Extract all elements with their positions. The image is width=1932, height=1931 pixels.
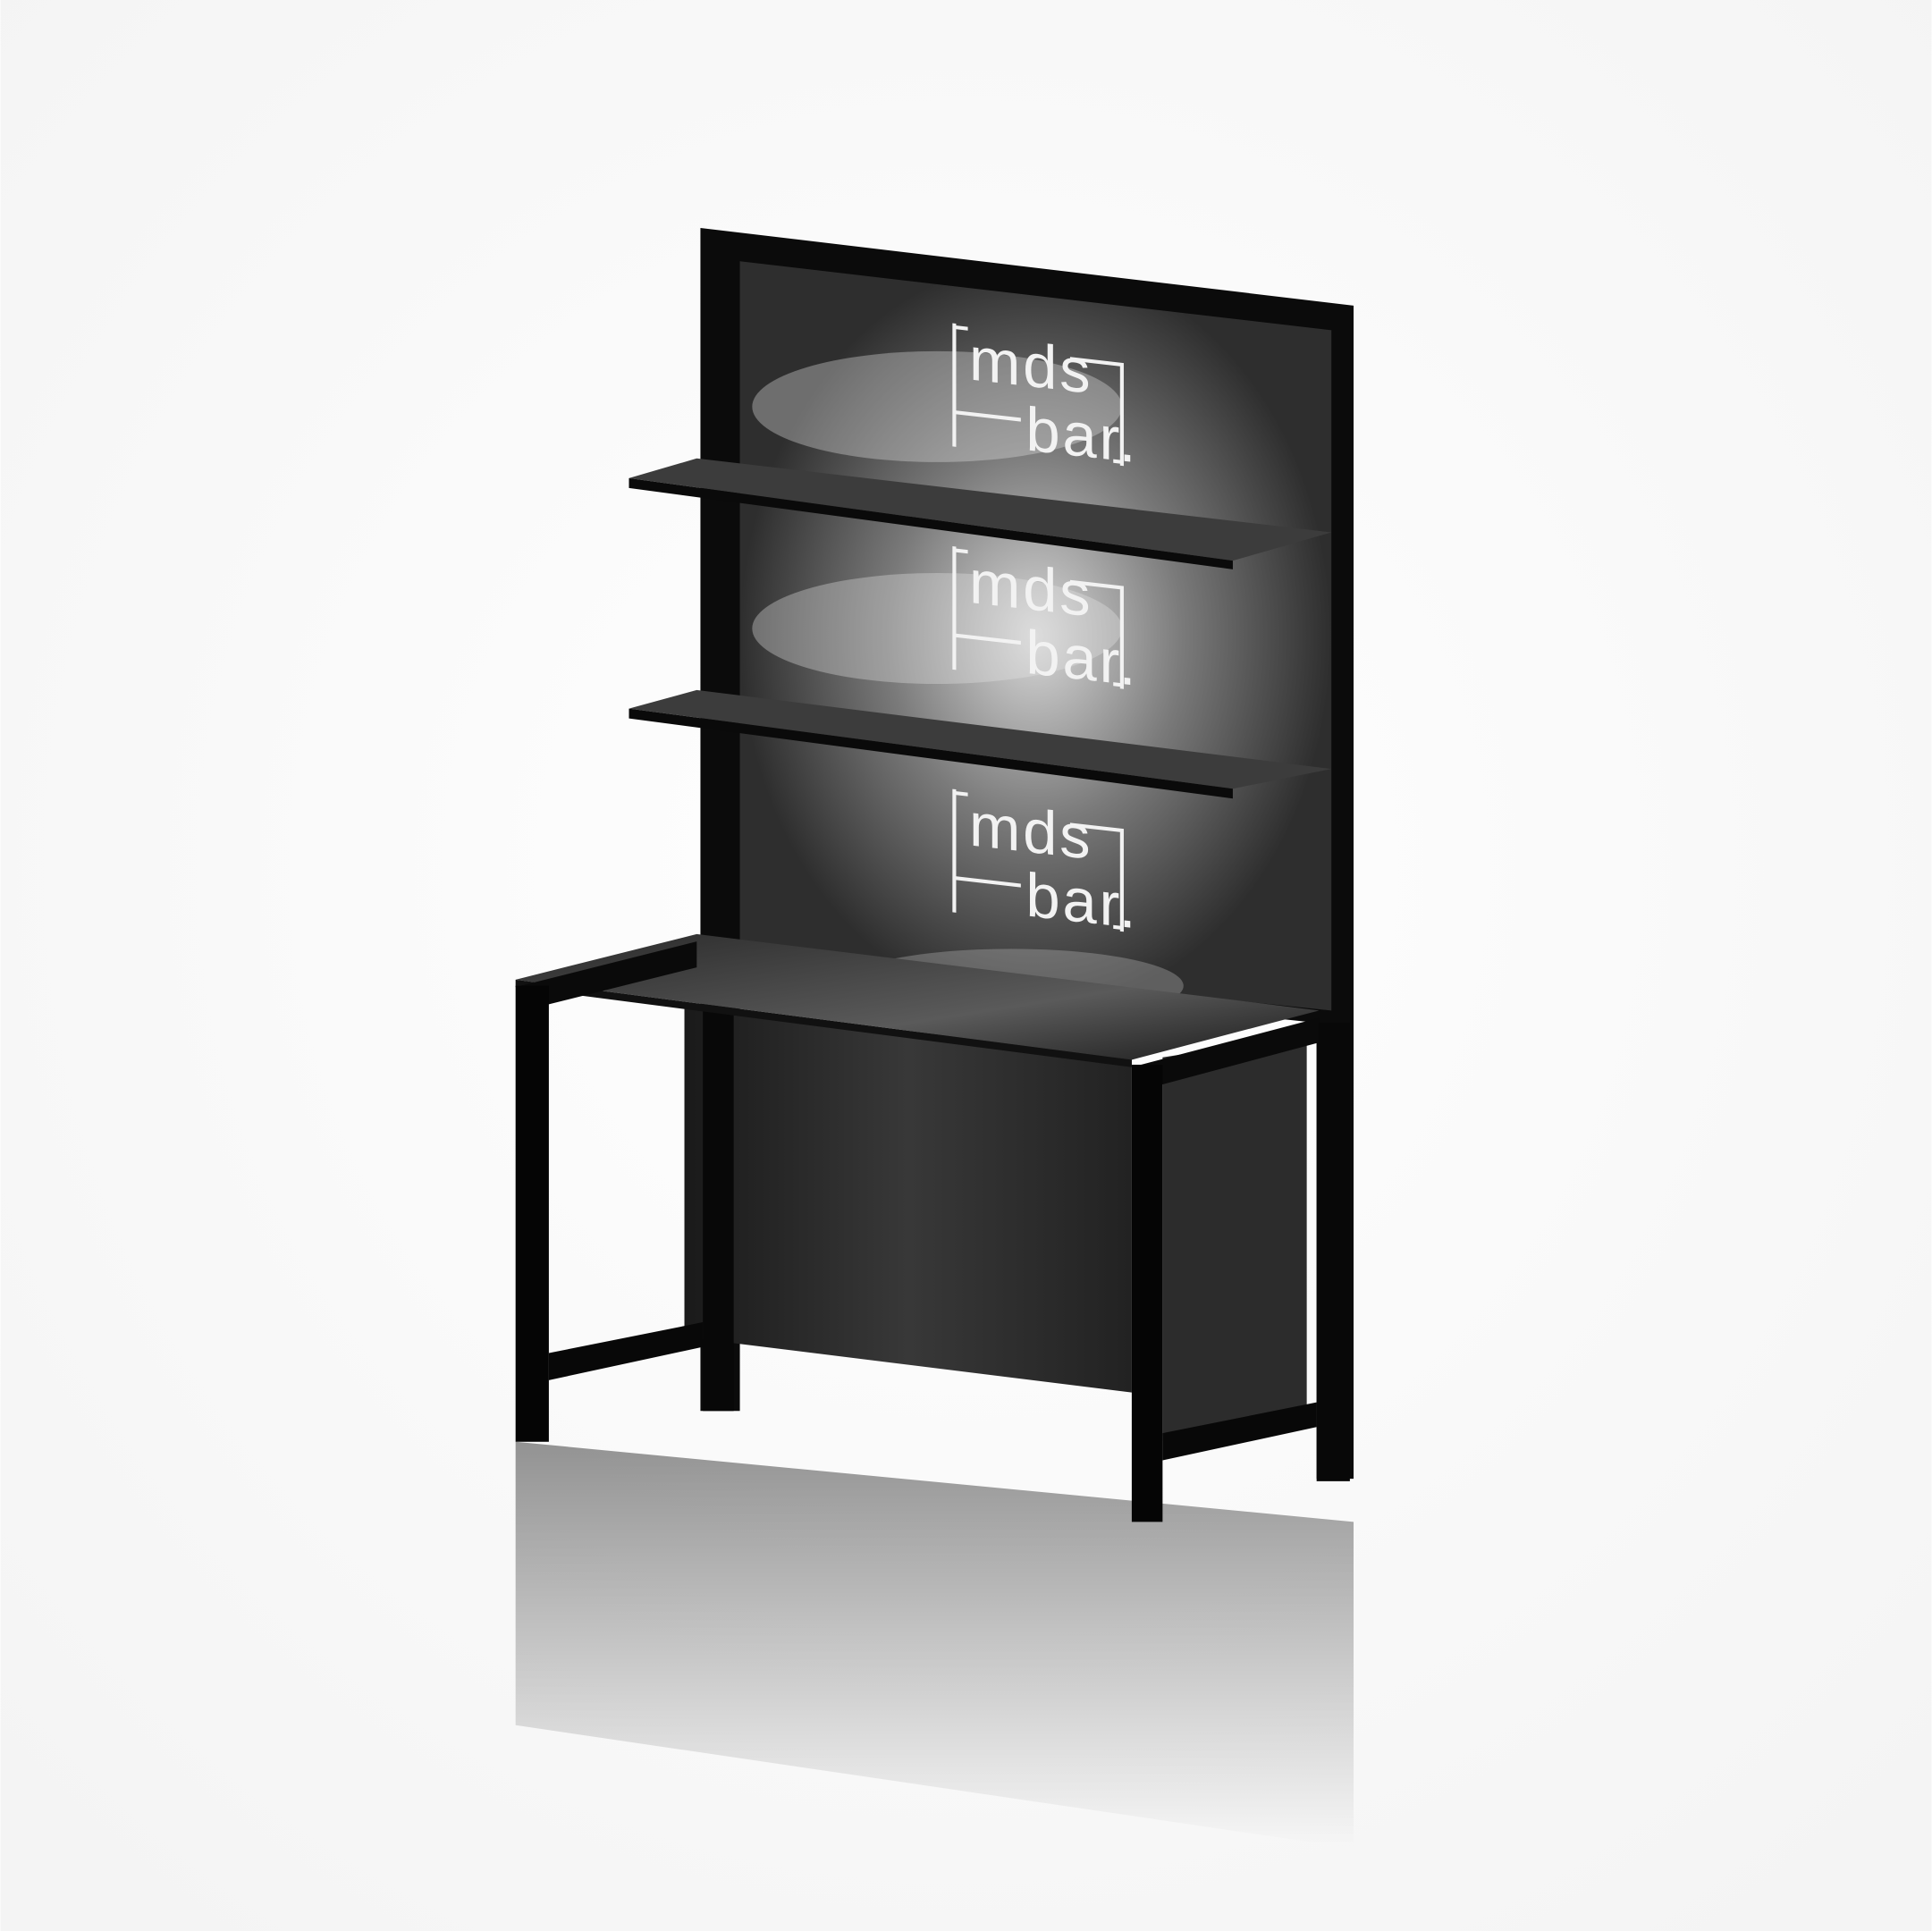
leg-back-right	[1316, 1023, 1350, 1481]
modesty-panel	[684, 1004, 1132, 1393]
logo-line1: mds	[969, 324, 1093, 408]
logo-line1: mds	[969, 789, 1093, 873]
logo-line1: mds	[969, 546, 1093, 630]
leg-front-left	[515, 985, 549, 1442]
logo-line2: bar.	[1025, 617, 1138, 699]
leg-back-left	[703, 949, 734, 1412]
shelf-upper	[629, 458, 1332, 569]
logo-top: mds bar.	[954, 322, 1138, 476]
table-top	[515, 933, 1320, 1085]
back-panel	[739, 261, 1332, 1011]
logo-middle: mds bar.	[954, 544, 1138, 699]
shelf-lower	[629, 689, 1332, 799]
floor-reflection	[515, 1441, 1354, 1849]
logo-line2: bar.	[1025, 859, 1138, 941]
leg-front-right	[1131, 1064, 1163, 1522]
logo-bottom: mds bar.	[954, 788, 1138, 942]
logo-line2: bar.	[1025, 393, 1138, 476]
crossbar-left	[548, 1322, 704, 1380]
crossbar-right	[1162, 1402, 1317, 1461]
